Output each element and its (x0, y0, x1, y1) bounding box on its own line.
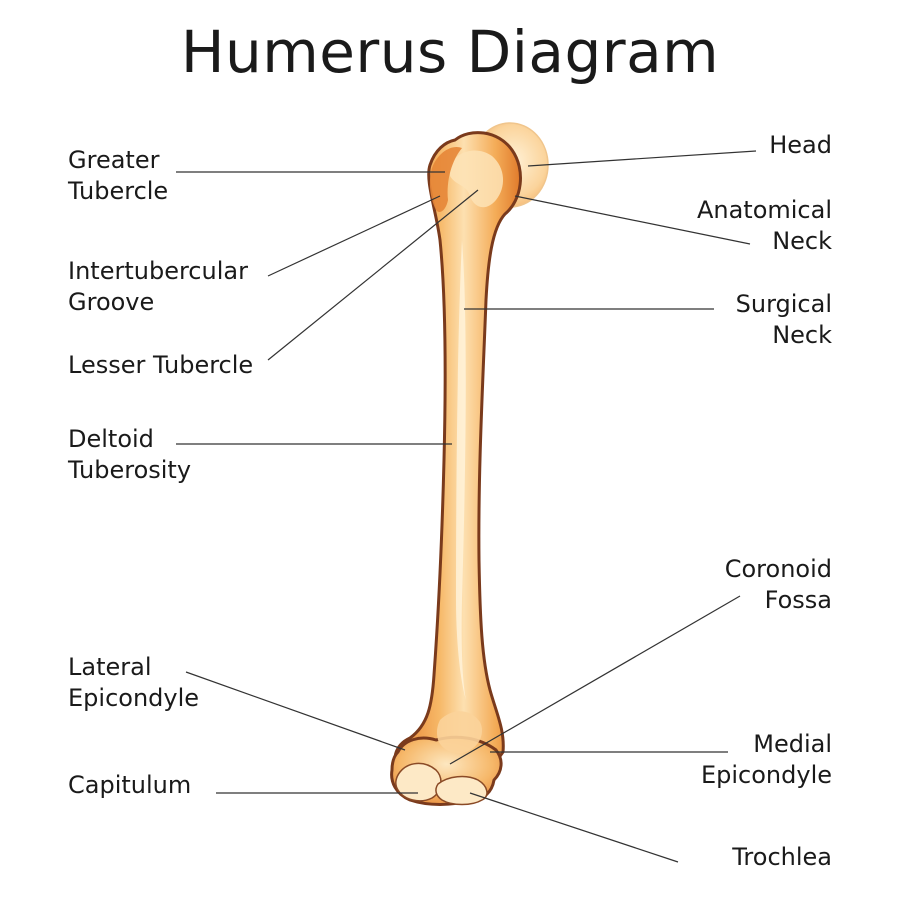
leader-anatomical-neck (514, 195, 751, 245)
label-head: Head (769, 131, 832, 159)
leader-lateral-epicondyle (185, 671, 406, 751)
label-intertubercular-groove: Intertubercular Groove (68, 257, 248, 316)
leader-trochlea (469, 792, 679, 863)
leader-lesser-tubercle (267, 189, 479, 361)
leader-coronoid-fossa (449, 595, 741, 765)
coronoid-fossa-shape (436, 711, 483, 754)
label-coronoid-fossa: Coronoid Fossa (724, 555, 832, 614)
label-anatomical-neck: Anatomical Neck (696, 196, 832, 255)
label-capitulum: Capitulum (68, 771, 192, 799)
label-lesser-tubercle: Lesser Tubercle (68, 351, 254, 379)
label-deltoid-tuberosity: Deltoid Tuberosity (68, 425, 192, 484)
greater-tubercle-shading (429, 146, 462, 212)
label-trochlea: Trochlea (732, 843, 832, 871)
label-greater-tubercle: Greater Tubercle (68, 146, 169, 205)
leader-lines (176, 150, 757, 863)
shaft-highlight (456, 240, 466, 700)
leader-intertubercular-groove (267, 195, 441, 277)
proximal-highlight (450, 150, 504, 208)
leader-head (527, 150, 757, 167)
trochlea-surface (435, 775, 488, 806)
capitulum-surface (395, 762, 442, 802)
label-surgical-neck: Surgical Neck (735, 290, 832, 349)
label-lateral-epicondyle: Lateral Epicondyle (68, 653, 200, 712)
page-title: Humerus Diagram (180, 18, 720, 86)
label-medial-epicondyle: Medial Epicondyle (700, 730, 832, 789)
